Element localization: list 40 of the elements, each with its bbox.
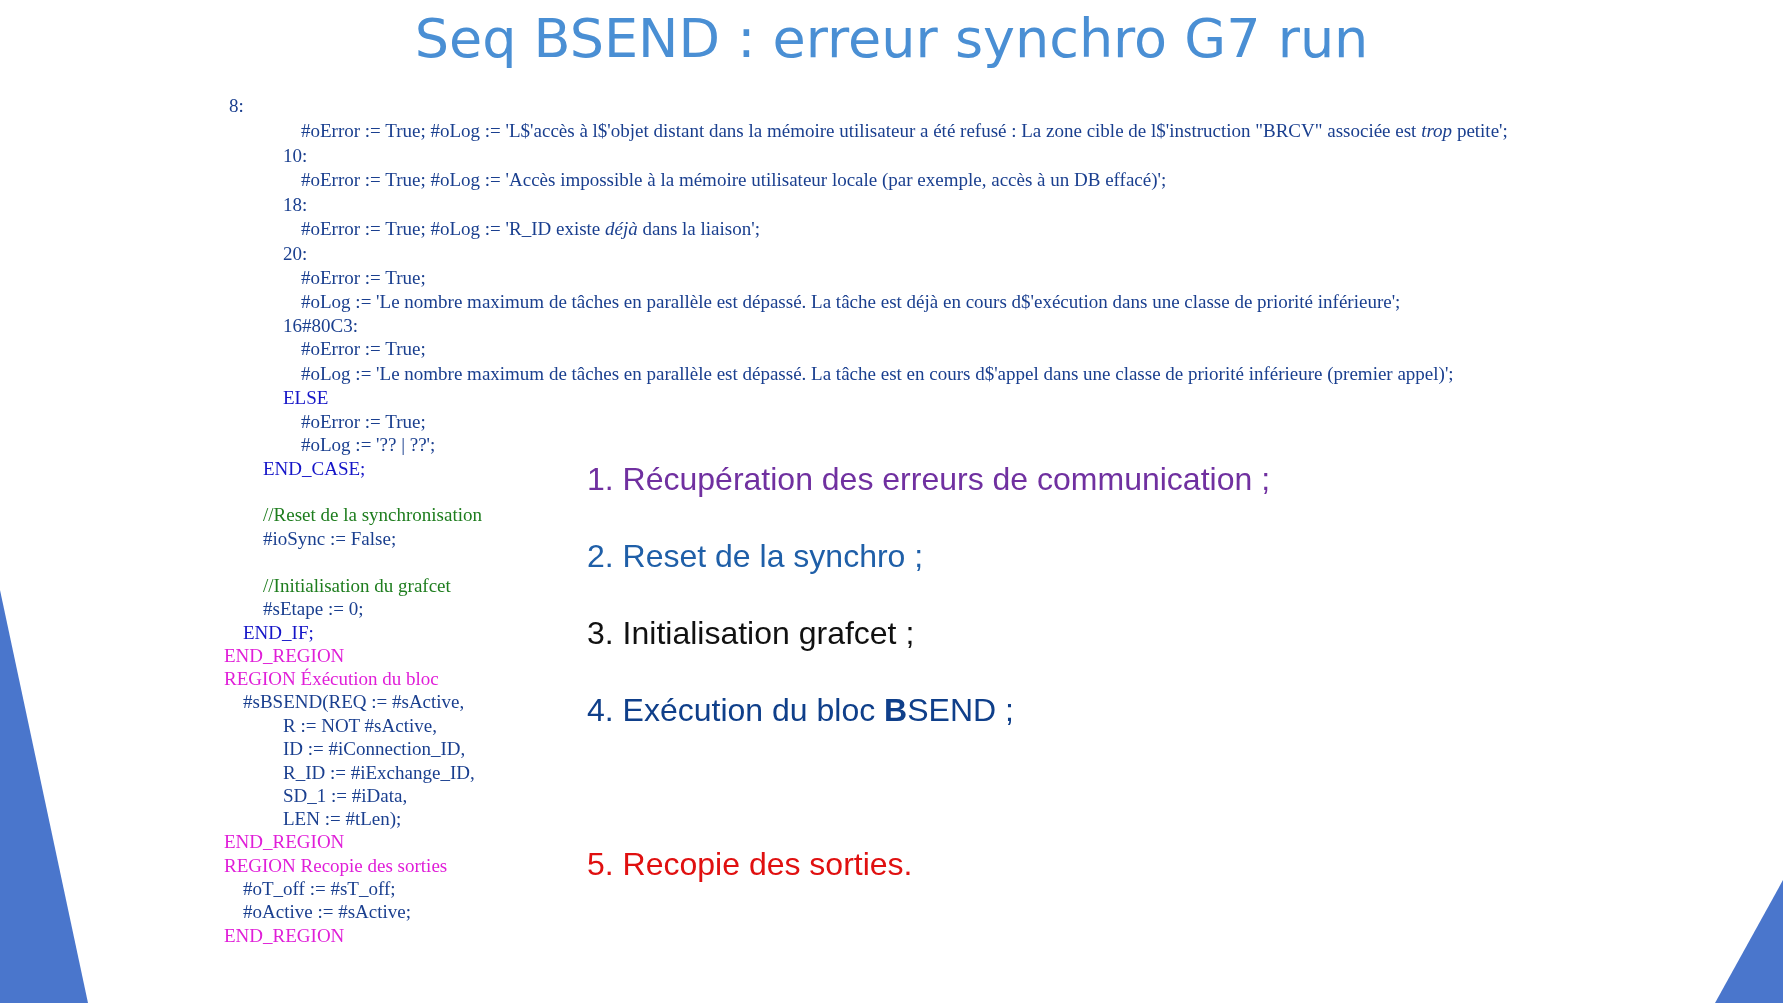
code-line: #oT_off := #sT_off; bbox=[243, 878, 396, 900]
code-line: END_IF; bbox=[243, 622, 314, 644]
code-line: 10: bbox=[283, 145, 308, 167]
slide-title: Seq BSEND : erreur synchro G7 run bbox=[413, 6, 1370, 72]
code-line: END_CASE; bbox=[263, 458, 366, 480]
code-line: #oActive := #sActive; bbox=[243, 901, 411, 923]
list-item: 4. Exécution du bloc BSEND ; bbox=[587, 691, 1014, 729]
code-line: END_REGION bbox=[224, 831, 345, 853]
code-line: #oError := True; #oLog := 'L$'accès à l$'objet distant dans la mémoire utilisateur a été refusé : La zone cible de l$'instruction "BRCV" associée est trop petite'; bbox=[301, 120, 1508, 142]
code-line: ELSE bbox=[283, 387, 329, 409]
code-line: #ioSync := False; bbox=[263, 528, 397, 550]
code-line: #sEtape := 0; bbox=[263, 598, 364, 620]
code-line: 18: bbox=[283, 194, 308, 216]
code-line: R := NOT #sActive, bbox=[283, 715, 437, 737]
code-line: //Reset de la synchronisation bbox=[263, 504, 482, 526]
code-line: #oLog := 'Le nombre maximum de tâches en parallèle est dépassé. La tâche est en cours d$'appel dans une classe de priorité inférieure (premier appel)'; bbox=[301, 363, 1454, 385]
code-line: #oError := True; bbox=[301, 411, 426, 433]
code-line: #oError := True; bbox=[301, 338, 426, 360]
code-line: 20: bbox=[283, 243, 308, 265]
code-line: LEN := #tLen); bbox=[283, 808, 402, 830]
list-item: 2. Reset de la synchro ; bbox=[587, 537, 924, 575]
list-item: 5. Recopie des sorties. bbox=[587, 845, 913, 883]
code-line: REGION Recopie des sorties bbox=[224, 855, 448, 877]
list-item: 3. Initialisation grafcet ; bbox=[587, 614, 915, 652]
code-line: #oError := True; #oLog := 'R_ID existe déjà dans la liaison'; bbox=[301, 218, 760, 240]
code-line: #oError := True; #oLog := 'Accès impossible à la mémoire utilisateur locale (par exemple, accès à un DB effacé)'; bbox=[301, 169, 1167, 191]
code-line: #sBSEND(REQ := #sActive, bbox=[243, 691, 465, 713]
code-line: //Initialisation du grafcet bbox=[263, 575, 451, 597]
code-line: #oError := True; bbox=[301, 267, 426, 289]
code-line: END_REGION bbox=[224, 925, 345, 947]
code-line: ID := #iConnection_ID, bbox=[283, 738, 466, 760]
code-line: REGION Éxécution du bloc bbox=[224, 668, 439, 690]
code-line: 8: bbox=[229, 95, 244, 117]
code-line: #oLog := '?? | ??'; bbox=[301, 434, 436, 456]
list-item: 1. Récupération des erreurs de communication ; bbox=[587, 460, 1270, 498]
code-line: R_ID := #iExchange_ID, bbox=[283, 762, 475, 784]
code-line: SD_1 := #iData, bbox=[283, 785, 408, 807]
code-line: 16#80C3: bbox=[283, 315, 358, 337]
code-line: END_REGION bbox=[224, 645, 345, 667]
code-line: #oLog := 'Le nombre maximum de tâches en parallèle est dépassé. La tâche est déjà en cours d$'exécution dans une classe de priorité inférieure'; bbox=[301, 291, 1401, 313]
